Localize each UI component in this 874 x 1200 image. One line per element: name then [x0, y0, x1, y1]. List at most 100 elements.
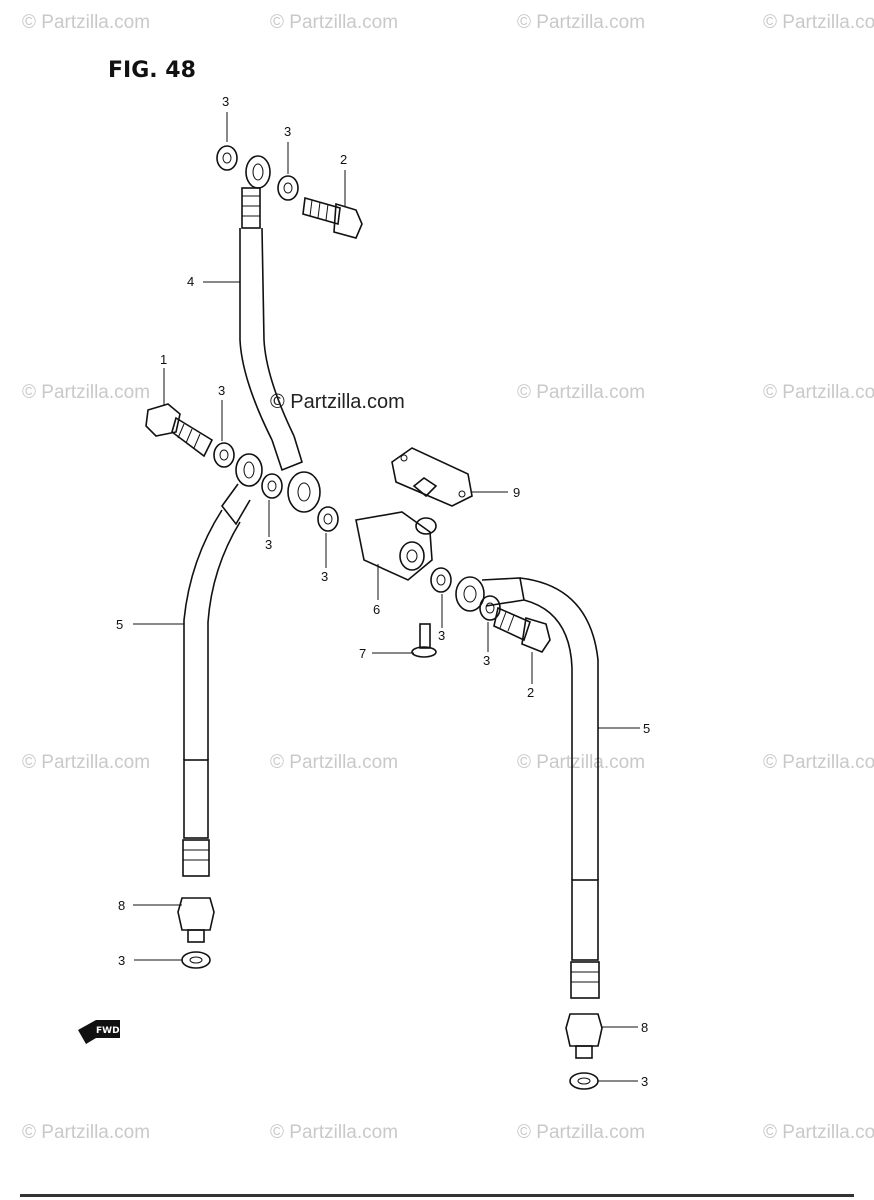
nipple-stem	[187, 929, 205, 943]
bolt-thread	[171, 416, 214, 458]
bracket-hole	[458, 490, 466, 498]
callout-labels: 1 2 2 3 3 3 3 3 3 3 3 3 3 4 5 5 6 7 8 8 …	[116, 94, 650, 1089]
hose-fitting-bottom	[570, 961, 600, 999]
banjo-bolt-right	[493, 606, 551, 653]
hose-outline-outer	[519, 577, 599, 880]
hose-sleeve	[183, 759, 209, 839]
thread-line	[193, 433, 201, 449]
banjo-bolt-left	[145, 403, 214, 458]
watermark: © Partzilla.com	[517, 752, 645, 773]
bracket-plate	[391, 447, 473, 507]
joint-bolt	[411, 623, 437, 658]
washer-hole	[283, 182, 293, 194]
watermark: © Partzilla.com	[763, 12, 874, 33]
arrow-shape	[78, 1020, 120, 1044]
thread-line	[177, 423, 185, 439]
washer	[261, 473, 283, 499]
washer	[277, 175, 299, 201]
thread-line	[185, 428, 193, 444]
washer-hole	[485, 602, 495, 614]
thread-line	[317, 201, 321, 219]
callout-label: 3	[641, 1074, 648, 1089]
brake-hose-left	[182, 453, 263, 877]
callout-label: 5	[116, 617, 123, 632]
callout-label: 5	[643, 721, 650, 736]
banjo-hole	[243, 461, 255, 479]
joint-mount-boss	[415, 517, 437, 535]
banjo-hole	[252, 163, 264, 181]
callout-label: 3	[118, 953, 125, 968]
washer-hole	[323, 513, 333, 525]
leader-lines	[133, 112, 640, 1082]
callout-label: 4	[187, 274, 194, 289]
banjo-fitting-top	[245, 155, 271, 189]
washer	[569, 1072, 599, 1090]
thread-line	[507, 614, 515, 632]
bracket-hole	[400, 454, 408, 462]
banjo-fitting	[455, 576, 485, 612]
hose-outline-left	[183, 509, 223, 760]
nipple-stem	[575, 1045, 593, 1059]
hose-fitting-top	[241, 187, 261, 229]
joint-body	[355, 511, 433, 581]
banjo-hole	[463, 585, 477, 603]
callout-label: 3	[284, 124, 291, 139]
banjo-hole	[297, 482, 311, 502]
watermark: © Partzilla.com	[763, 752, 874, 773]
bolt-shank	[419, 623, 431, 649]
watermark: © Partzilla.com	[22, 752, 150, 773]
washer-hole	[267, 480, 277, 492]
hose-nipple-right	[565, 1013, 603, 1059]
thread-line	[499, 611, 507, 629]
fwd-label: FWD	[96, 1026, 120, 1036]
washers	[181, 145, 599, 1090]
watermark: © Partzilla.com	[517, 382, 645, 403]
brake-hose-joint	[355, 511, 437, 581]
bracket-nut	[412, 477, 438, 498]
callout-label: 1	[160, 352, 167, 367]
watermark: © Partzilla.com	[763, 382, 874, 403]
callout-label: 9	[513, 485, 520, 500]
washer-hole	[222, 152, 232, 164]
washer	[317, 506, 339, 532]
watermark: © Partzilla.com	[22, 12, 150, 33]
callout-label: 8	[641, 1020, 648, 1035]
callout-label: 3	[218, 383, 225, 398]
callout-label: 6	[373, 602, 380, 617]
washer	[430, 567, 452, 593]
callout-label: 3	[438, 628, 445, 643]
callout-label: 8	[118, 898, 125, 913]
nipple-hex	[177, 897, 215, 931]
bolt-head	[145, 403, 181, 437]
thread-line	[309, 199, 313, 217]
bolt-head	[521, 616, 551, 653]
callout-label: 2	[340, 152, 347, 167]
joint-port	[399, 541, 425, 571]
joint-port-hole	[406, 549, 418, 563]
washer	[213, 442, 235, 468]
brake-hose-upper	[239, 155, 321, 513]
washer	[479, 595, 501, 621]
callout-label: 3	[321, 569, 328, 584]
hose-fitting-lower	[271, 435, 303, 472]
hose-fitting-bottom	[182, 839, 210, 877]
hose-outline-right	[261, 227, 295, 437]
footer-bar	[20, 1194, 854, 1197]
washer-hole	[577, 1077, 591, 1085]
washer	[216, 145, 238, 171]
brake-hose-right	[455, 576, 600, 999]
banjo-fitting-lower	[287, 471, 321, 513]
washer-hole	[436, 574, 446, 586]
watermark: © Partzilla.com	[270, 12, 398, 33]
washer-hole	[189, 956, 203, 964]
bolt-head	[411, 646, 437, 658]
watermark-grid: © Partzilla.com © Partzilla.com © Partzi…	[22, 12, 874, 1143]
watermark: © Partzilla.com	[270, 752, 398, 773]
hose-outline-right	[207, 521, 241, 760]
figure-title: FIG. 48	[108, 58, 196, 83]
forward-arrow: FWD	[78, 1020, 120, 1044]
hose-nipple-left	[177, 897, 215, 943]
watermark: © Partzilla.com	[517, 1122, 645, 1143]
bolt-thread	[493, 606, 531, 642]
